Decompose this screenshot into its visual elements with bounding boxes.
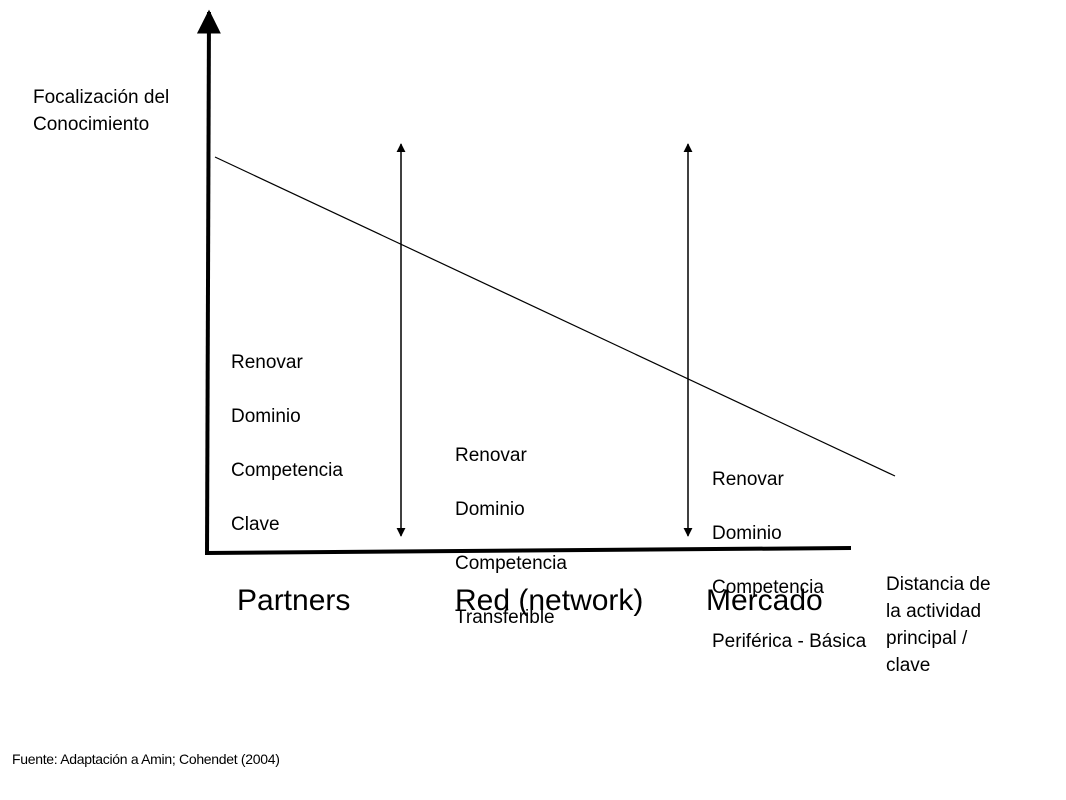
- zone-label-network: Red (network): [455, 584, 644, 617]
- level-1-line-1: Renovar: [231, 352, 303, 373]
- level-2-line-2: Dominio: [455, 499, 525, 520]
- level-3-line-4: Periférica - Básica: [712, 631, 867, 652]
- level-1-line-2: Dominio: [231, 406, 301, 427]
- x-axis-label: Distancia de la actividad principal / cl…: [886, 574, 991, 676]
- level-2-line-4: Transferible: [455, 607, 555, 628]
- zone-label-market: Mercado: [706, 584, 823, 617]
- level-3-line-3: Competencia: [712, 577, 824, 598]
- y-axis: [196, 9, 221, 556]
- level-1-line-4: Clave: [231, 514, 280, 535]
- trend-line: [214, 156, 896, 477]
- y-axis-label: Focalización del Conocimiento: [33, 87, 170, 135]
- level-block-1: Renovar Dominio Competencia Clave: [231, 322, 343, 565]
- level-block-2: Renovar Dominio Competencia Transferible: [455, 415, 567, 658]
- level-1-line-3: Competencia: [231, 460, 343, 481]
- level-2-line-3: Competencia: [455, 553, 567, 574]
- zone-label-partners: Partners: [237, 584, 351, 617]
- level-block-3: Renovar Dominio Competencia Periférica -…: [712, 439, 866, 682]
- level-3-line-2: Dominio: [712, 523, 782, 544]
- level-3-line-1: Renovar: [712, 469, 784, 490]
- level-2-line-1: Renovar: [455, 445, 527, 466]
- source-citation: Fuente: Adaptación a Amin; Cohendet (200…: [12, 751, 280, 767]
- x-axis: [204, 546, 852, 555]
